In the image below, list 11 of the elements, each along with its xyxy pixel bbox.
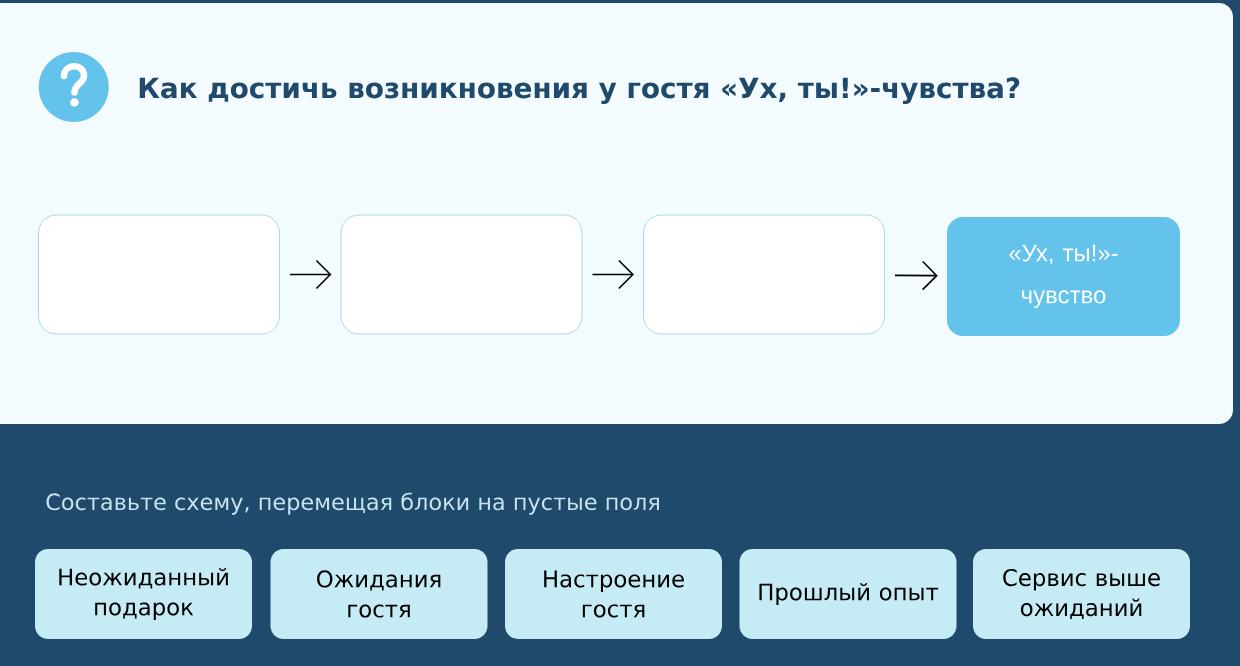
option-block: Сервис выше ожиданий bbox=[973, 549, 1190, 639]
answer-box bbox=[340, 214, 583, 335]
instruction-text: Составьте схему, перемещая блоки на пустые поля bbox=[46, 492, 659, 515]
option-block: Неожиданный подарок bbox=[35, 549, 252, 639]
answer-box bbox=[38, 214, 280, 335]
result-box: «Ух, ты!»-чувство bbox=[947, 217, 1180, 336]
option-block: Прошлый опыт bbox=[739, 549, 957, 639]
option-block: Настроение гостя bbox=[505, 549, 722, 639]
question-title: Как достичь возникновения у гостя «Ух, ты!»-чувства? bbox=[139, 77, 1020, 104]
answer-box bbox=[643, 214, 885, 335]
option-block: Ожидания гостя bbox=[270, 549, 488, 639]
